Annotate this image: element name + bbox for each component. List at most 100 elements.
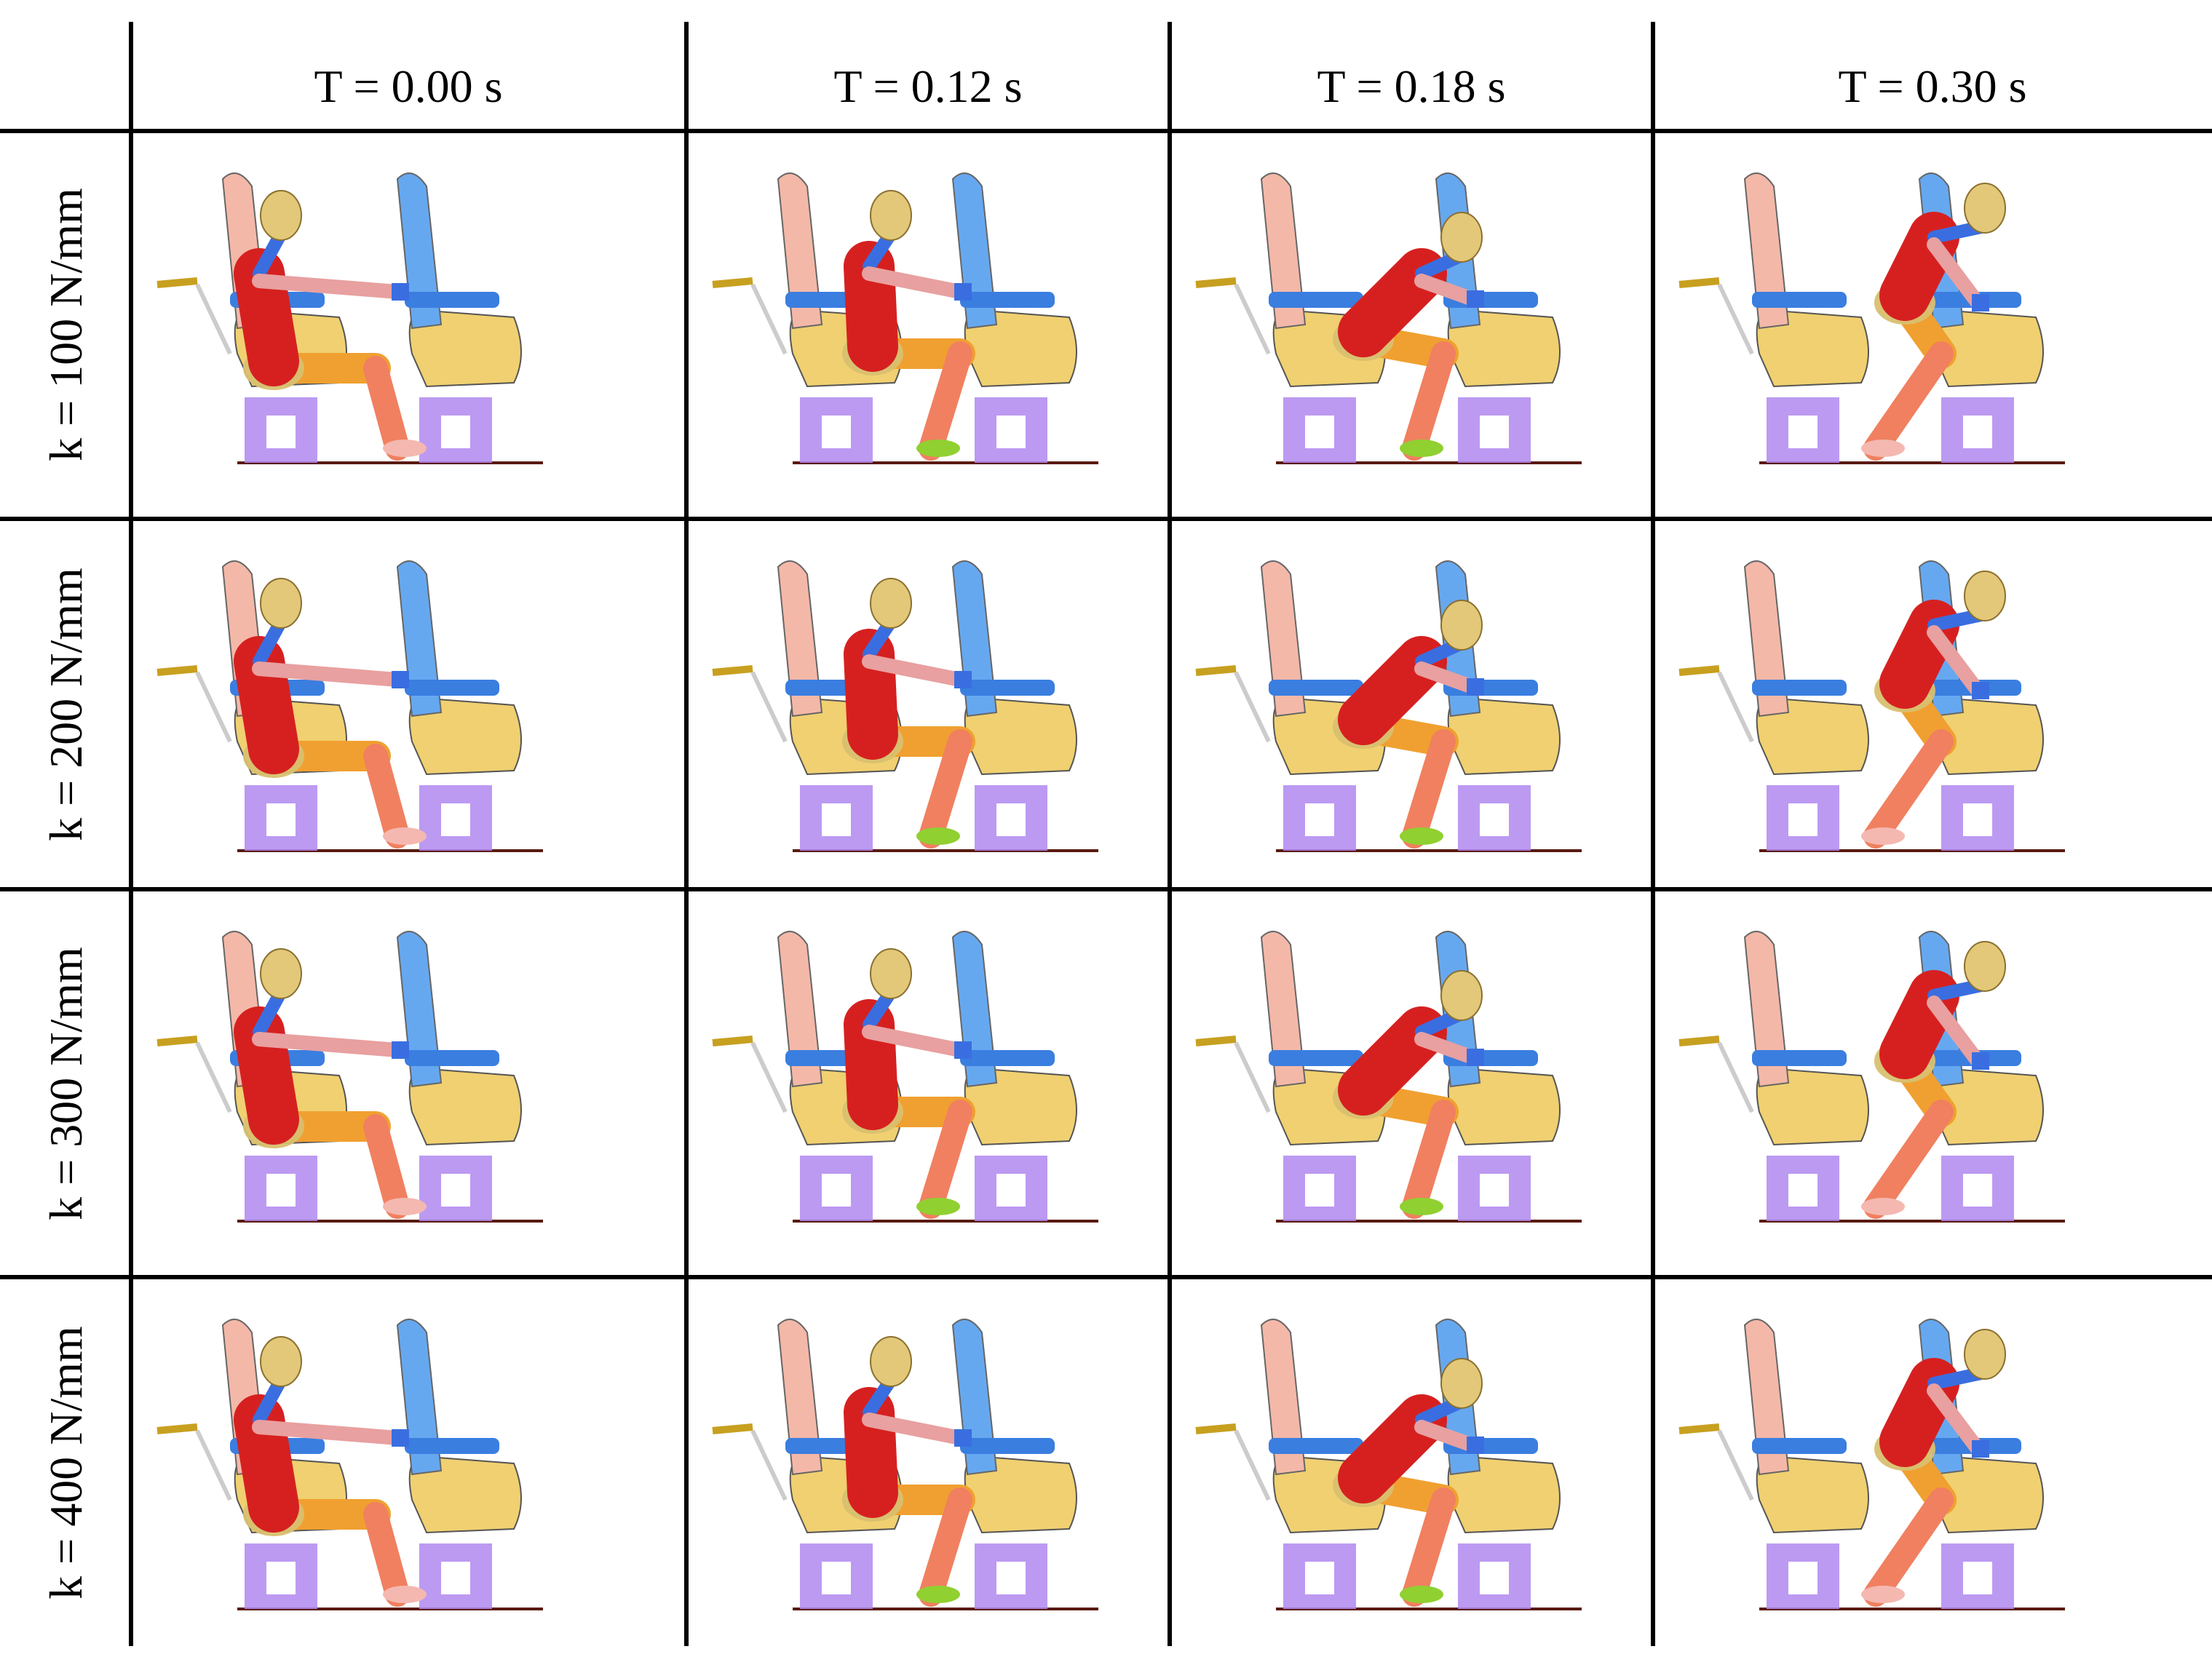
- seat-armrest: [1269, 1050, 1363, 1066]
- seat-pedestal-opening: [266, 1174, 296, 1207]
- seat-pedestal-opening: [822, 416, 851, 448]
- dummy-foot: [1400, 1586, 1443, 1603]
- dummy-hand: [1972, 1052, 1989, 1070]
- dummy-hand: [1972, 682, 1989, 699]
- dummy-arm: [1414, 274, 1480, 306]
- dummy-head: [870, 1336, 912, 1387]
- dummy-foot: [383, 827, 427, 845]
- seat-cushion: [1447, 1067, 1561, 1146]
- seat-pedestal-opening: [1963, 1174, 1992, 1207]
- dummy-torso: [1338, 1006, 1447, 1116]
- rear-seat: [1260, 931, 1386, 1221]
- dummy-foot: [383, 1586, 427, 1603]
- handrail: [156, 1036, 198, 1046]
- row-label-k200: k = 200 N/mm: [40, 568, 92, 841]
- dummy-hand: [392, 671, 409, 688]
- frame-r1-c3: [1195, 172, 1582, 464]
- frame-r4-c4: [1678, 1319, 2065, 1610]
- handrail-support: [750, 1041, 788, 1113]
- seat-pedestal-opening: [996, 803, 1026, 836]
- dummy-lower-leg: [1863, 1100, 1954, 1219]
- crash-dummy: [842, 948, 975, 1219]
- seat-armrest: [960, 1050, 1055, 1066]
- frame-r1-c2: [712, 172, 1098, 464]
- crash-dummy: [842, 578, 975, 849]
- handrail-support: [195, 671, 232, 743]
- handrail-support: [1234, 671, 1271, 743]
- seat-cushion: [964, 309, 1077, 388]
- dummy-hand: [392, 1429, 409, 1447]
- dummy-lower-leg: [1402, 1100, 1456, 1219]
- handrail-support: [1234, 1041, 1271, 1113]
- dummy-foot: [1861, 440, 1905, 457]
- seat-pedestal-opening: [996, 1562, 1026, 1594]
- dummy-foot: [1400, 1198, 1443, 1215]
- front-seat: [951, 1319, 1077, 1609]
- seat-cushion: [1756, 1067, 1869, 1146]
- dummy-lower-leg: [1863, 1487, 1954, 1607]
- seat-pedestal-opening: [1480, 1174, 1509, 1207]
- dummy-head: [870, 578, 912, 629]
- handrail: [1195, 1036, 1237, 1046]
- seat-pedestal-opening: [1963, 803, 1992, 836]
- dummy-torso: [1338, 636, 1447, 745]
- row-label-k100: k = 100 N/mm: [40, 188, 92, 461]
- dummy-hand: [392, 1041, 409, 1059]
- seat-pedestal-opening: [996, 416, 1026, 448]
- seat-cushion: [408, 696, 522, 776]
- dummy-hand: [392, 283, 409, 301]
- handrail: [1678, 277, 1720, 288]
- column-headers: T = 0.00 s T = 0.12 s T = 0.18 s T = 0.3…: [314, 60, 2027, 112]
- dummy-foot: [1400, 827, 1443, 845]
- column-header-t000: T = 0.00 s: [314, 60, 503, 112]
- handrail-support: [1234, 1429, 1271, 1501]
- seat-cushion: [1756, 309, 1869, 388]
- dummy-hand: [954, 283, 972, 301]
- row-label-k400: k = 400 N/mm: [40, 1326, 92, 1600]
- frame-r4-c2: [712, 1319, 1098, 1610]
- dummy-arm: [252, 1420, 405, 1445]
- handrail: [712, 1423, 753, 1434]
- frame-r1-c1: [156, 172, 543, 464]
- crash-dummy: [1861, 1329, 2006, 1607]
- seat-pedestal-opening: [441, 1562, 470, 1594]
- frame-r2-c4: [1678, 560, 2065, 852]
- seat-armrest: [960, 292, 1055, 308]
- handrail: [1195, 1423, 1237, 1434]
- frame-r2-c1: [156, 560, 543, 852]
- frame-r2-c2: [712, 560, 1098, 852]
- seat-pedestal-opening: [266, 803, 296, 836]
- dummy-head: [260, 948, 302, 999]
- crash-dummy: [1333, 600, 1484, 849]
- seat-cushion: [1447, 696, 1561, 776]
- handrail: [712, 665, 753, 676]
- handrail-support: [1234, 283, 1271, 355]
- frame-r3-c3: [1195, 931, 1582, 1223]
- dummy-hand: [1467, 290, 1484, 308]
- dummy-lower-leg: [363, 1114, 410, 1219]
- dummy-torso: [1338, 1394, 1447, 1503]
- dummy-lower-leg: [919, 729, 972, 849]
- seat-armrest: [1752, 1050, 1847, 1066]
- dummy-head: [1964, 1329, 2006, 1380]
- dummy-arm: [1927, 1383, 1985, 1456]
- dummy-lower-leg: [1402, 1487, 1456, 1607]
- dummy-arm: [862, 654, 967, 687]
- handrail: [1678, 1036, 1720, 1046]
- dummy-head: [870, 948, 912, 999]
- rear-seat: [1743, 172, 1869, 463]
- dummy-arm: [862, 266, 967, 299]
- simulation-frames: [156, 172, 2065, 1610]
- crash-dummy: [234, 190, 427, 461]
- crash-dummy: [1861, 571, 2006, 849]
- dummy-arm: [1927, 625, 1985, 698]
- dummy-head: [1440, 212, 1483, 263]
- dummy-hand: [954, 671, 972, 688]
- front-seat: [951, 560, 1077, 851]
- frame-r1-c4: [1678, 172, 2065, 464]
- dummy-arm: [252, 274, 405, 299]
- seat-pedestal-opening: [1480, 803, 1509, 836]
- dummy-lower-leg: [363, 1502, 410, 1607]
- column-header-t030: T = 0.30 s: [1839, 60, 2027, 112]
- seat-pedestal-opening: [1788, 1174, 1817, 1207]
